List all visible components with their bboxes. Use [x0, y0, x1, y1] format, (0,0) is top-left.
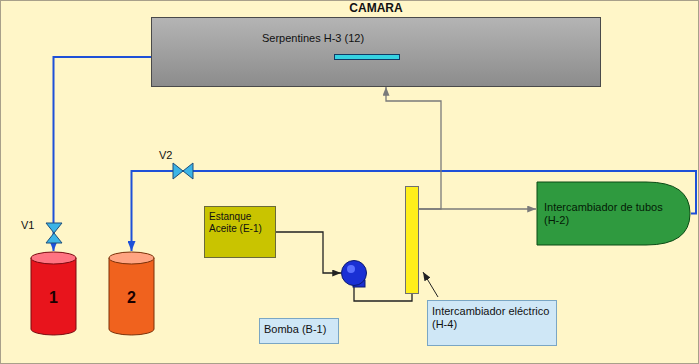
tube-exchanger: Intercambiador de tubos (H-2): [536, 181, 691, 246]
chamber-box: Serpentines H-3 (12)CAMARA: [151, 17, 601, 87]
node-text: Intercambiador de tubos (H-2): [544, 201, 665, 226]
node-text: CAMARA: [152, 2, 600, 16]
valve-symbol: [46, 223, 62, 243]
node-text: Serpentines H-3 (12): [262, 32, 412, 45]
pump-symbol: [341, 260, 367, 286]
valve-label: V2: [159, 149, 172, 162]
node-text: 2: [127, 289, 136, 307]
oil-tank: Estanque Aceite (E-1): [204, 206, 276, 258]
title-holder: CAMARA: [152, 2, 600, 16]
pipe-connector: [354, 286, 412, 301]
valve-label: V1: [21, 219, 34, 232]
label-box: Bomba (B-1): [259, 318, 339, 344]
valve-symbol: [173, 163, 193, 179]
node-text: Bomba (B-1): [264, 323, 334, 336]
node-text: 1: [49, 289, 58, 307]
tank-cylinder: 2: [108, 251, 155, 336]
pump-circle: Bomba (B-1): [341, 260, 367, 286]
tank-cylinder: 1: [30, 251, 77, 336]
node-text: Estanque Aceite (E-1): [209, 211, 271, 234]
leader-line: [423, 272, 438, 297]
node-text: Intercambiador eléctrico (H-4): [432, 305, 552, 330]
pipe-connector: [419, 208, 536, 209]
label-box: Intercambiador eléctrico (H-4): [427, 300, 557, 346]
electric-exchanger: Intercambiador eléctrico (H-4): [405, 186, 419, 294]
pipe-connector: [276, 232, 341, 273]
coil-bank: Serpentines H-3 (12): [262, 32, 412, 64]
coil-bar: [334, 54, 400, 60]
